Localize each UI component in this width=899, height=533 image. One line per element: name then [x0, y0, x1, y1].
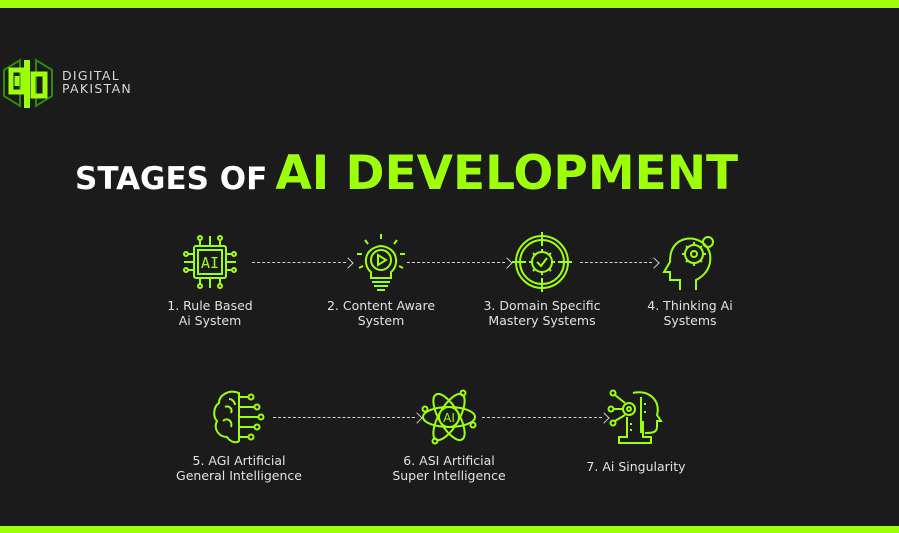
svg-text:AI: AI: [443, 411, 455, 425]
top-accent-bar: [0, 0, 899, 8]
stage-6-line2: Super Intelligence: [392, 468, 506, 483]
arrow-3-4: [580, 257, 660, 269]
stage-5-line1: 5. AGI Artificial: [192, 453, 286, 468]
stage-7-line1: 7. Ai Singularity: [586, 459, 686, 474]
stage-2-label: 2. Content Aware System: [315, 298, 447, 328]
stage-5-line2: General Intelligence: [176, 468, 302, 483]
stage-3-label: 3. Domain Specific Mastery Systems: [472, 298, 612, 328]
stage-4-line1: 4. Thinking Ai: [647, 298, 733, 313]
brand-line2: PAKISTAN: [62, 81, 133, 96]
ai-chip-icon: AI: [180, 232, 240, 292]
brand-line1: DIGITAL: [62, 68, 120, 83]
stage-2: 2. Content Aware System: [315, 232, 447, 332]
arrow-5-6: [273, 412, 423, 424]
target-gear-check-icon: [512, 232, 572, 292]
stage-3: 3. Domain Specific Mastery Systems: [472, 232, 612, 332]
title-prefix: STAGES OF: [75, 161, 268, 197]
stage-1-line1: 1. Rule Based: [167, 298, 253, 313]
stage-3-line1: 3. Domain Specific: [483, 298, 601, 313]
robot-head-circuit-icon: [605, 387, 665, 447]
arrow-1-2: [252, 257, 354, 269]
stage-2-line1: 2. Content Aware: [326, 298, 436, 313]
stage-6: AI 6. ASI Artificial Super Intelligence: [380, 387, 518, 487]
brand-name: DIGITAL PAKISTAN: [62, 69, 132, 95]
stage-7: 7. Ai Singularity: [574, 387, 698, 487]
stage-4-line2: Systems: [663, 313, 717, 328]
dp-monogram-icon: [0, 56, 56, 110]
stage-7-label: 7. Ai Singularity: [574, 459, 698, 474]
stage-3-line2: Mastery Systems: [488, 313, 596, 328]
arrow-2-3: [407, 257, 513, 269]
title-highlight: AI DEVELOPMENT: [275, 146, 739, 201]
stage-1-line2: Ai System: [178, 313, 242, 328]
stage-5-label: 5. AGI Artificial General Intelligence: [160, 453, 318, 483]
ai-atom-icon: AI: [419, 387, 479, 447]
stage-4-label: 4. Thinking Ai Systems: [632, 298, 748, 328]
stage-4: 4. Thinking Ai Systems: [632, 232, 748, 332]
bottom-accent-bar: [0, 526, 899, 533]
brain-circuit-icon: [209, 387, 269, 447]
stage-1-label: 1. Rule Based Ai System: [150, 298, 270, 328]
lightbulb-play-icon: [351, 232, 411, 292]
stage-6-label: 6. ASI Artificial Super Intelligence: [380, 453, 518, 483]
stage-2-line2: System: [357, 313, 405, 328]
arrow-6-7: [482, 412, 610, 424]
stage-1: AI 1. Rule Based Ai System: [150, 232, 270, 332]
head-gears-icon: [660, 232, 720, 292]
svg-text:AI: AI: [201, 254, 219, 272]
stage-6-line1: 6. ASI Artificial: [403, 453, 495, 468]
stage-5: 5. AGI Artificial General Intelligence: [160, 387, 318, 487]
